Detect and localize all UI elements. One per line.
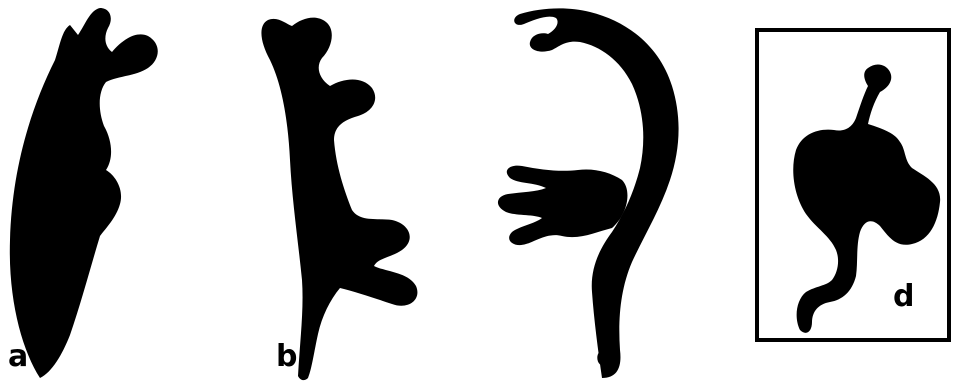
panel-c-silhouette (498, 8, 679, 378)
panel-label-a: a (8, 342, 28, 372)
panel-label-b: b (276, 342, 297, 372)
panel-d-silhouette (793, 65, 940, 333)
panel-b-silhouette (261, 18, 417, 381)
panel-label-c: c (596, 342, 614, 372)
panel-a-silhouette (10, 8, 158, 378)
panel-label-d: d (893, 282, 914, 312)
